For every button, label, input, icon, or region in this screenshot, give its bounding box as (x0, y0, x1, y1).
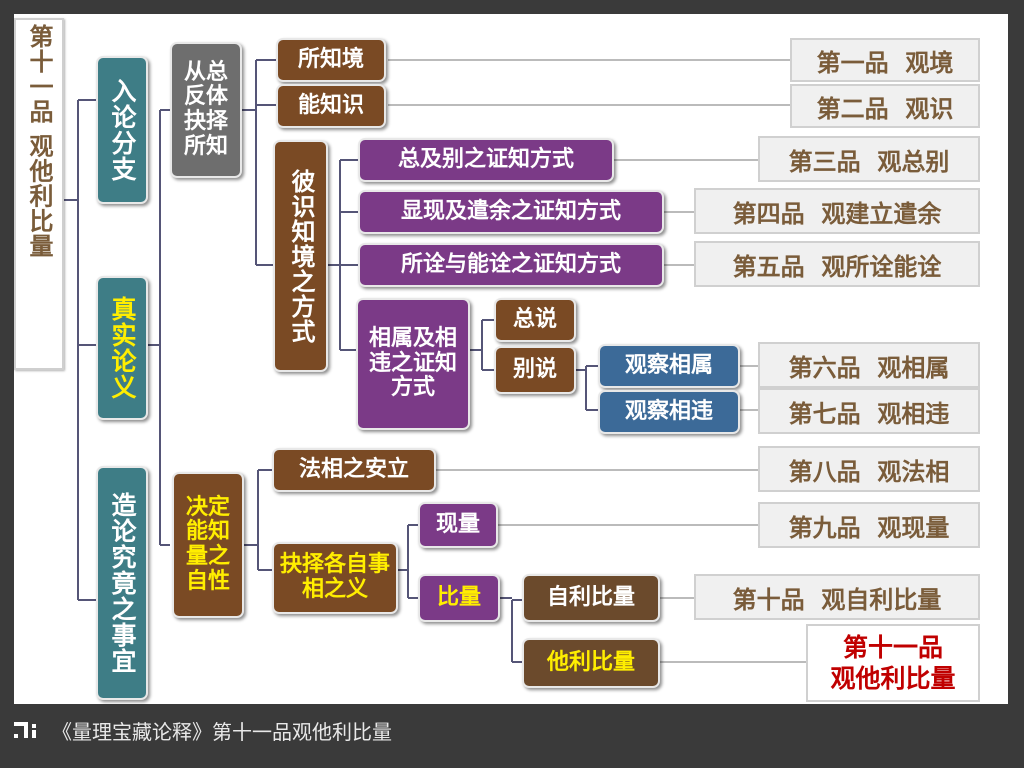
node-observe-relation: 观察相属 (598, 344, 740, 388)
chapter-6: 第六品 观相属 (758, 342, 980, 388)
node-knowing-consciousness: 能知识 (276, 84, 386, 128)
chapter-11-title: 观他利比量 (830, 664, 956, 693)
chapter-4: 第四品 观建立遣余 (694, 188, 980, 234)
node-characteristics: 法相之安立 (272, 448, 436, 492)
chapter-8: 第八品 观法相 (758, 446, 980, 492)
node-valid-cognition-nature: 决定能知量之自性 (172, 472, 244, 618)
node-known-object: 所知境 (276, 38, 386, 82)
node-conclusion-matters: 造论究竟之事宜 (96, 466, 148, 700)
node-observe-contradiction: 观察相违 (598, 390, 740, 434)
chapter-5: 第五品 观所诠能诠 (694, 241, 980, 287)
chapter-1: 第一品 观境 (790, 38, 980, 82)
node-other-inference: 他利比量 (522, 638, 660, 688)
chapter-7: 第七品 观相违 (758, 388, 980, 434)
node-intro-branch: 入论分支 (96, 56, 148, 204)
node-specific-explanation: 别说 (494, 346, 576, 394)
chapter-11-number: 第十一品 (842, 632, 943, 662)
chapter-10: 第十品 观自利比量 (694, 574, 980, 620)
chapter-2: 第二品 观识 (790, 84, 980, 128)
node-appearance-exclusion: 显现及遣余之证知方式 (358, 190, 664, 234)
node-true-meaning: 真实论义 (96, 276, 148, 420)
node-ascertain-each: 抉择各自事相之义 (272, 542, 398, 614)
node-relation-contradiction: 相属及相违之证知方式 (356, 298, 470, 430)
node-general-specific: 总及别之证知方式 (358, 138, 614, 182)
node-general-explanation: 总说 (494, 298, 576, 342)
chapter-11-current: 第十一品 观他利比量 (806, 624, 980, 702)
chapter-9: 第九品 观现量 (758, 502, 980, 548)
node-expression: 所诠与能诠之证知方式 (358, 243, 664, 287)
side-title: 第十一品 观他利比量 (14, 18, 64, 370)
node-inference: 比量 (418, 574, 500, 622)
footer-title: 《量理宝藏论释》第十一品观他利比量 (52, 719, 392, 744)
logo-icon (14, 722, 36, 738)
node-general-reverse: 从总反体抉择所知 (170, 42, 242, 178)
node-direct-perception: 现量 (418, 502, 498, 548)
node-self-inference: 自利比量 (522, 574, 660, 622)
footer-bar: 《量理宝藏论释》第十一品观他利比量 (14, 710, 392, 750)
chapter-3: 第三品 观总别 (758, 136, 980, 182)
node-ways-of-knowing: 彼识知境之方式 (273, 140, 328, 372)
